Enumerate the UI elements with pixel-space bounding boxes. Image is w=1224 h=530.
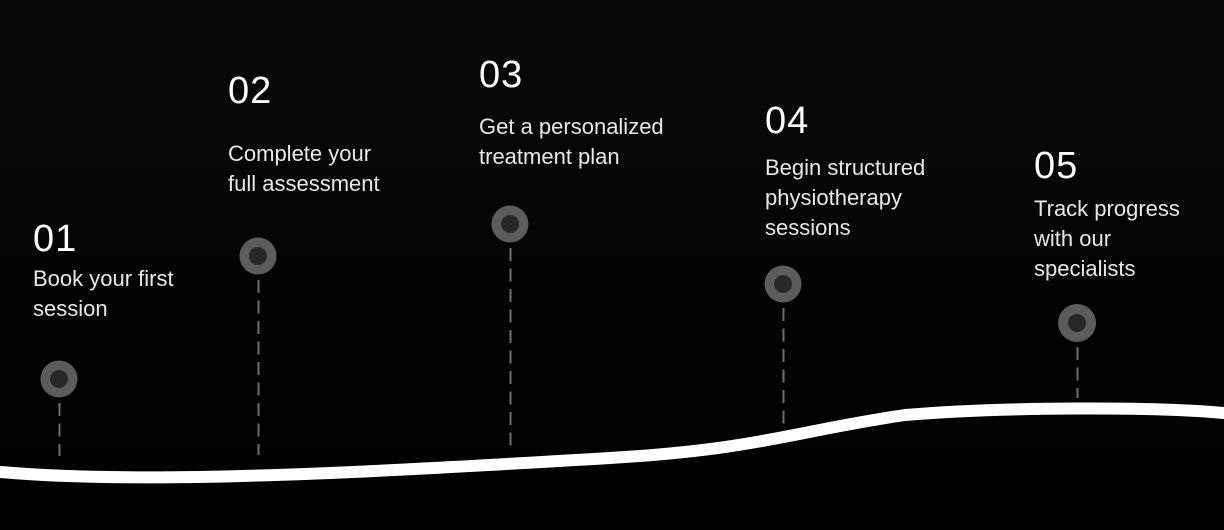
step-item-5: 05 Track progress with our specialists: [1034, 147, 1196, 284]
step-1-dot: [40, 360, 78, 398]
step-1-label: Book your first session: [33, 266, 174, 321]
step-3-number: 03: [479, 54, 524, 96]
step-2-number: 02: [228, 70, 273, 112]
step-2-dot-inner: [249, 247, 267, 265]
step-item-1: 01 Book your first session: [33, 220, 198, 324]
step-item-4: 04 Begin structured physiotherapy sessio…: [765, 102, 950, 243]
step-5-label: Track progress with our specialists: [1034, 196, 1180, 281]
step-5-dot: [1058, 304, 1096, 342]
step-4-dot-inner: [774, 275, 792, 293]
step-5-number: 05: [1034, 145, 1079, 187]
step-3-dot-inner: [501, 215, 519, 233]
timeline-curve: [0, 402, 1224, 484]
step-2-dot: [239, 237, 277, 275]
step-item-2: 02 Complete your full assessment: [228, 72, 403, 199]
step-1-number: 01: [33, 218, 78, 260]
step-4-dot: [764, 265, 802, 303]
step-4-number: 04: [765, 100, 810, 142]
step-item-3: 03 Get a personalized treatment plan: [479, 56, 689, 172]
step-1-dot-inner: [50, 370, 68, 388]
step-3-label: Get a personalized treatment plan: [479, 114, 664, 169]
step-5-dot-inner: [1068, 314, 1086, 332]
step-4-label: Begin structured physiotherapy sessions: [765, 155, 926, 240]
step-3-dot: [491, 205, 529, 243]
step-2-label: Complete your full assessment: [228, 141, 380, 196]
